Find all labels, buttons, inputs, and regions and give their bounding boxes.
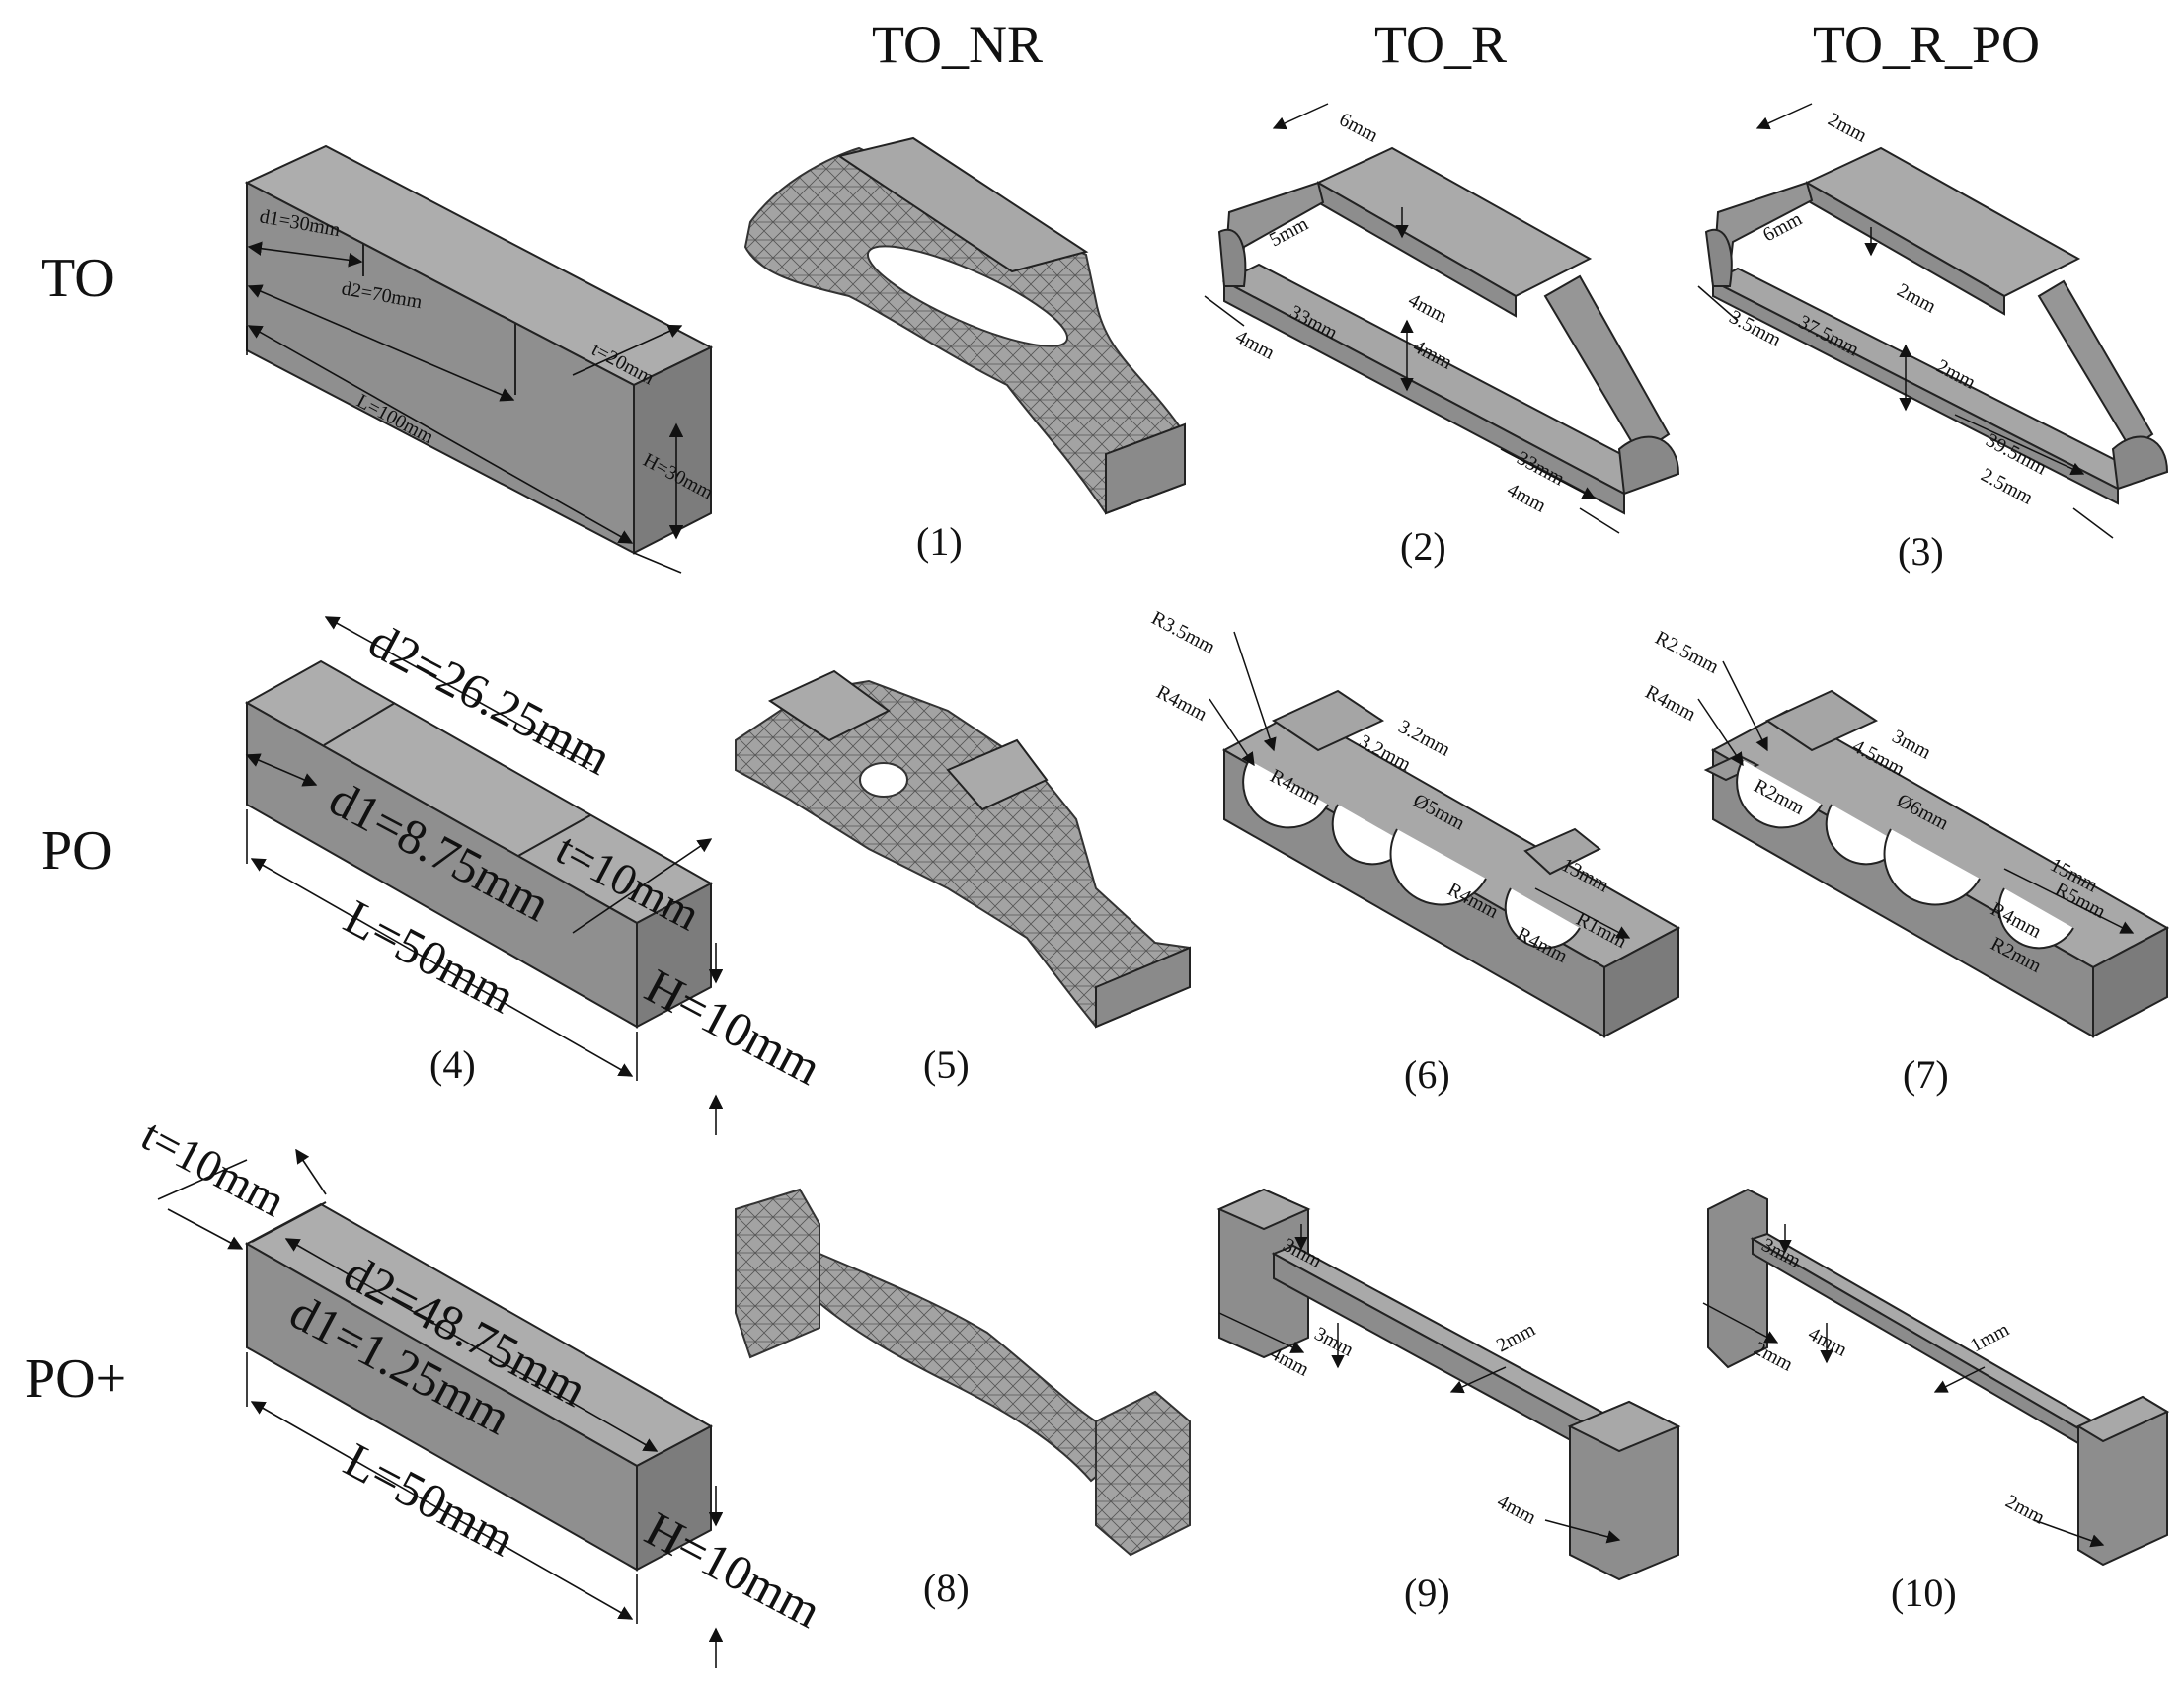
panel-number-5: (5) bbox=[923, 1042, 970, 1087]
panel-number-6: (6) bbox=[1404, 1052, 1450, 1097]
dim-p9-3: 4mm bbox=[1267, 1343, 1313, 1381]
dim-p10-2: 2mm bbox=[1751, 1338, 1797, 1376]
column-header-to-nr: TO_NR bbox=[872, 15, 1044, 74]
dim-p2-1: 6mm bbox=[1336, 109, 1382, 147]
panel-po-r-shape bbox=[1209, 631, 1681, 1038]
panel-poplus-r-shape bbox=[1216, 1188, 1681, 1581]
dim-p3-3: 2mm bbox=[1894, 279, 1940, 318]
poplus-nr-bar bbox=[819, 1252, 1118, 1483]
dim-p6-1: R3.5mm bbox=[1148, 607, 1219, 658]
panel-number-1: (1) bbox=[916, 519, 963, 564]
poplus-nr-right-block bbox=[1095, 1390, 1191, 1557]
panel-poplus-nr-shape bbox=[735, 1188, 1191, 1557]
dim-p2-8: 4mm bbox=[1504, 479, 1550, 517]
dim-p2-3: 4mm bbox=[1405, 289, 1451, 328]
column-header-to-r-po: TO_R_PO bbox=[1813, 15, 2041, 74]
dim-p7-2: R4mm bbox=[1642, 681, 1700, 726]
panel-po-nr-shape bbox=[735, 669, 1191, 1029]
po-nr-hole bbox=[859, 762, 908, 798]
panel-number-7: (7) bbox=[1903, 1052, 1949, 1097]
tor-right-strut bbox=[1543, 274, 1671, 456]
dim-p7-1: R2.5mm bbox=[1652, 627, 1723, 678]
dim-p9-4: 2mm bbox=[1493, 1318, 1539, 1356]
row-label-po-plus: PO+ bbox=[25, 1348, 127, 1410]
panel-number-9: (9) bbox=[1404, 1571, 1450, 1615]
tor-right-roller bbox=[1617, 435, 1680, 496]
dim-p10-4: 1mm bbox=[1967, 1318, 2013, 1356]
dim-p3-1: 2mm bbox=[1825, 109, 1871, 147]
box-side-face bbox=[636, 882, 712, 1029]
nr-hole bbox=[866, 245, 1069, 347]
po-nr-body bbox=[735, 679, 1191, 1029]
panel-to-r-po-shape bbox=[1697, 103, 2169, 539]
row-label-to: TO bbox=[41, 248, 115, 309]
panel-number-3: (3) bbox=[1898, 529, 1944, 574]
torpo-right-strut bbox=[2037, 279, 2154, 451]
tor-left-roller bbox=[1217, 229, 1247, 287]
nr-end-block bbox=[1105, 422, 1186, 515]
box-side-face bbox=[636, 1424, 712, 1572]
panel-to-nr-shape bbox=[743, 136, 1186, 515]
panel-poplus-r-po-shape bbox=[1702, 1188, 2170, 1567]
poplus-nr-left-block bbox=[735, 1188, 820, 1359]
dim-p9-2: 3mm bbox=[1311, 1323, 1358, 1361]
panel-number-2: (2) bbox=[1400, 524, 1446, 569]
dim-poplus-t: t=10mm bbox=[133, 1110, 293, 1227]
panel-number-8: (8) bbox=[923, 1566, 970, 1610]
torpo-left-roller bbox=[1704, 229, 1733, 287]
torpo-right-roller bbox=[2111, 435, 2169, 491]
dim-p2-5: 4mm bbox=[1232, 326, 1279, 364]
dim-p10-3: 4mm bbox=[1805, 1323, 1851, 1361]
panel-poplus-box bbox=[157, 1148, 724, 1668]
row-label-po: PO bbox=[41, 820, 113, 882]
column-header-to-r: TO_R bbox=[1374, 15, 1508, 74]
panel-to-r-shape bbox=[1204, 103, 1680, 534]
panel-to-box bbox=[244, 144, 714, 574]
panel-po-box bbox=[244, 616, 724, 1135]
meshed-organic-body bbox=[743, 146, 1186, 515]
panel-number-10: (10) bbox=[1891, 1571, 1957, 1615]
nr-top-plate bbox=[836, 136, 1089, 273]
panel-number-4: (4) bbox=[429, 1042, 476, 1087]
dim-po-H: H=10mm bbox=[637, 958, 830, 1096]
dim-p6-2: R4mm bbox=[1153, 681, 1211, 726]
dimension-lines bbox=[246, 241, 684, 574]
dim-poplus-H: H=10mm bbox=[637, 1500, 830, 1639]
dim-p9-5: 4mm bbox=[1494, 1491, 1540, 1529]
panel-po-r-po-shape bbox=[1697, 660, 2170, 1038]
